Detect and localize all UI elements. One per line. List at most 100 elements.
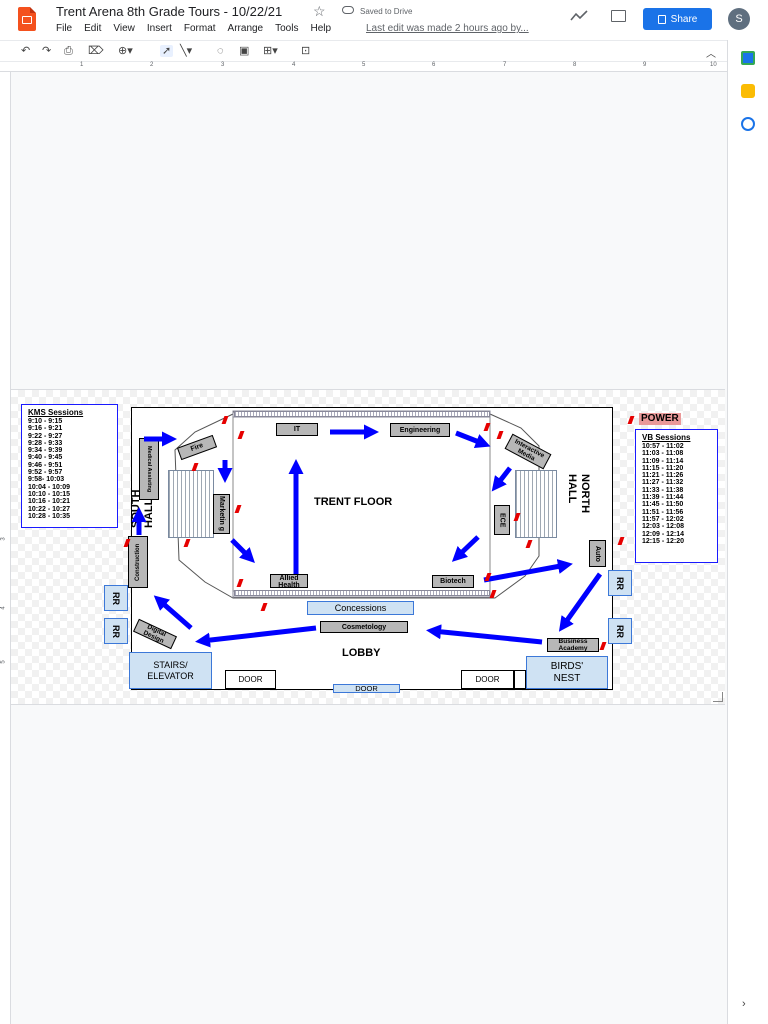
kms-time: 9:58- 10:03 <box>28 476 65 484</box>
calendar-icon[interactable] <box>741 51 755 65</box>
vb-time: 11:39 - 11:44 <box>642 494 684 502</box>
toolbar: ↶ ↷ ⎙ ⌦ ⊕▾ ➚ ╲▾ ◌ ▣ ⊞▾ ⊡ ︿ <box>0 40 727 62</box>
menu-bar: File Edit View Insert Format Arrange Too… <box>56 23 343 34</box>
restroom-box: RR <box>608 570 632 596</box>
restroom-box: RR <box>104 585 128 611</box>
kms-time: 10:04 - 10:09 <box>28 483 71 491</box>
door-box: DOOR <box>461 670 514 689</box>
print-icon[interactable]: ⎙ <box>64 45 73 57</box>
vb-sessions-box: VB Sessions 10:57 - 11:02 11:03 - 11:08 … <box>635 429 718 563</box>
kms-time: 9:52 - 9:57 <box>28 469 63 477</box>
horizontal-ruler: 1 2 3 4 5 6 7 8 9 10 <box>0 62 727 72</box>
lobby-label: LOBBY <box>342 647 381 659</box>
kms-time: 9:16 - 9:21 <box>28 425 63 433</box>
kms-time: 10:22 - 10:27 <box>28 505 71 513</box>
last-edit-link[interactable]: Last edit was made 2 hours ago by... <box>366 23 529 34</box>
north-hall-label: NORTH HALL <box>566 474 591 514</box>
undo-icon[interactable]: ↶ <box>21 45 31 57</box>
expand-panel-icon[interactable]: › <box>742 998 746 1010</box>
seating-north <box>234 411 490 417</box>
drawings-logo-icon[interactable] <box>18 7 36 31</box>
document-title[interactable]: Trent Arena 8th Grade Tours - 10/22/21 <box>56 4 283 19</box>
saved-status: Saved to Drive <box>360 7 413 16</box>
vb-time: 10:57 - 11:02 <box>642 443 684 450</box>
kms-heading: KMS Sessions <box>28 408 84 417</box>
menu-format[interactable]: Format <box>183 23 216 34</box>
vb-time: 12:03 - 12:08 <box>642 523 685 531</box>
vb-time: 11:45 - 11:50 <box>642 501 684 509</box>
image-icon[interactable]: ▣ <box>239 45 250 57</box>
vb-time: 12:09 - 12:14 <box>642 530 685 538</box>
ruler-number: 6 <box>432 62 436 68</box>
tasks-icon[interactable] <box>741 117 755 131</box>
header-bar: Trent Arena 8th Grade Tours - 10/22/21 ☆… <box>0 0 768 40</box>
vb-time: 11:27 - 11:32 <box>642 479 684 487</box>
kms-time: 10:16 - 10:21 <box>28 498 71 506</box>
share-button[interactable]: Share <box>643 8 712 30</box>
kms-time: 9:46 - 9:51 <box>28 461 63 469</box>
station-cosmetology: Cosmetology <box>320 621 408 633</box>
vb-heading: VB Sessions <box>642 433 691 442</box>
seating-west <box>168 470 214 538</box>
concessions-box: Concessions <box>307 601 414 615</box>
star-icon[interactable]: ☆ <box>313 3 326 19</box>
avatar[interactable]: S <box>728 8 750 30</box>
ruler-number: 4 <box>292 62 296 68</box>
vb-time: 11:03 - 11:08 <box>642 450 684 458</box>
menu-arrange[interactable]: Arrange <box>227 23 264 34</box>
menu-help[interactable]: Help <box>310 23 332 34</box>
shape-icon[interactable]: ◌ <box>217 45 224 57</box>
vertical-ruler: 3 4 5 <box>0 72 11 1024</box>
vb-time: 12:15 - 12:20 <box>642 537 685 545</box>
ruler-number: 5 <box>362 62 366 68</box>
vb-time: 11:57 - 12:02 <box>642 515 684 523</box>
comment-icon[interactable] <box>611 10 626 22</box>
menu-view[interactable]: View <box>113 23 135 34</box>
add-comment-icon[interactable]: ⊡ <box>301 45 311 57</box>
arena-outline <box>174 410 540 599</box>
menu-tools[interactable]: Tools <box>275 23 299 34</box>
birds-nest-box: BIRDS' NEST <box>526 656 608 689</box>
textbox-icon[interactable]: ⊞▾ <box>263 45 278 57</box>
collapse-toolbar-icon[interactable]: ︿ <box>706 49 716 60</box>
station-biotech: Biotech <box>432 575 474 588</box>
kms-time: 9:34 - 9:39 <box>28 447 63 455</box>
menu-insert[interactable]: Insert <box>146 23 172 34</box>
power-legend: POWER <box>639 413 681 425</box>
redo-icon[interactable]: ↷ <box>42 45 52 57</box>
ruler-number: 3 <box>0 537 7 541</box>
station-ece: ECE <box>494 505 510 535</box>
cloud-saved-icon <box>342 6 354 14</box>
activity-trend-icon[interactable] <box>570 10 588 22</box>
ruler-number: 9 <box>643 62 647 68</box>
menu-edit[interactable]: Edit <box>84 23 102 34</box>
share-label: Share <box>670 13 698 25</box>
side-panel: › <box>727 40 768 1024</box>
door-box: DOOR <box>333 684 400 693</box>
kms-time: 9:22 - 9:27 <box>28 432 63 440</box>
kms-time: 10:10 - 10:15 <box>28 490 71 498</box>
kms-sessions-box: KMS Sessions 9:10 - 9:15 9:16 - 9:21 9:2… <box>21 404 118 528</box>
keep-icon[interactable] <box>741 84 755 98</box>
seating-south <box>234 590 490 596</box>
zoom-icon[interactable]: ⊕▾ <box>118 45 133 57</box>
lock-icon <box>657 14 666 24</box>
vb-time: 11:51 - 11:56 <box>642 508 684 516</box>
ruler-number: 7 <box>503 62 507 68</box>
menu-file[interactable]: File <box>56 23 73 34</box>
stairs-elevator-box: STAIRS/ ELEVATOR <box>129 652 212 689</box>
line-icon[interactable]: ╲▾ <box>180 45 193 57</box>
door-box: DOOR <box>225 670 276 689</box>
ruler-number: 1 <box>80 62 84 68</box>
kms-time: 9:10 - 9:15 <box>28 418 63 425</box>
ruler-number: 10 <box>710 62 717 68</box>
ruler-number: 8 <box>573 62 577 68</box>
kms-time: 9:40 - 9:45 <box>28 454 63 462</box>
resize-handle-icon[interactable] <box>713 692 723 702</box>
ruler-number: 5 <box>0 660 7 664</box>
ruler-number: 3 <box>221 62 225 68</box>
restroom-box: RR <box>104 618 128 644</box>
station-business-academy: Business Academy <box>547 638 599 652</box>
select-icon[interactable]: ➚ <box>160 45 174 57</box>
paint-format-icon[interactable]: ⌦ <box>88 45 104 57</box>
